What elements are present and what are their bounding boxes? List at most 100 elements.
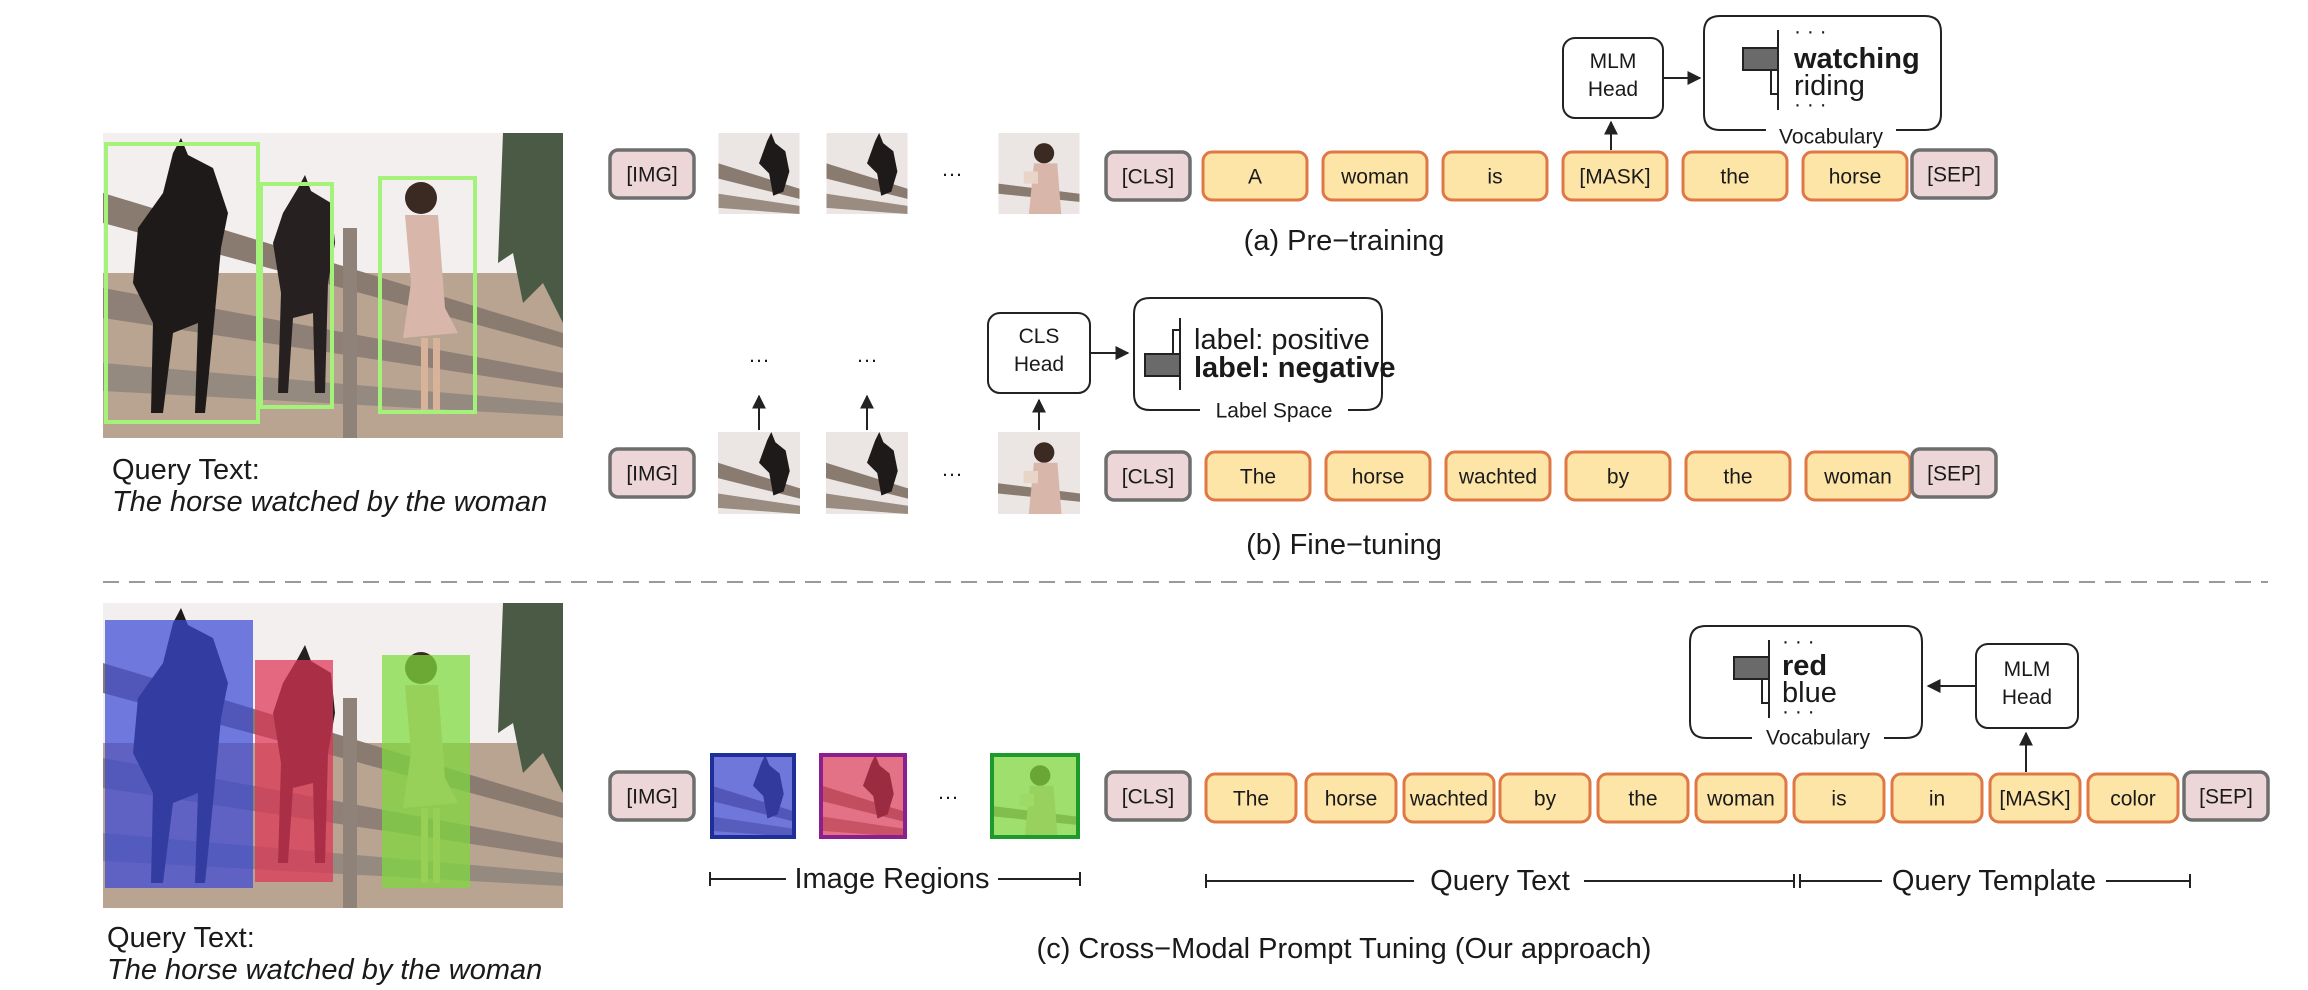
pretraining-token-label-2: is bbox=[1487, 166, 1502, 189]
finetuning-token-4 bbox=[1684, 450, 1792, 502]
cpt-token-9 bbox=[2086, 772, 2180, 824]
ellipsis-b-up1: ··· bbox=[749, 349, 770, 372]
image-top bbox=[103, 133, 563, 438]
caption-c: (c) Cross−Modal Prompt Tuning (Our appro… bbox=[1037, 933, 1652, 965]
finetuning-token-1 bbox=[1324, 450, 1432, 502]
ellipsis-b-up2: ··· bbox=[857, 349, 878, 372]
bracket-label-query-text: Query Text bbox=[1430, 865, 1570, 897]
pretraining-token-label-1: woman bbox=[1340, 166, 1409, 189]
thumb-woman-a bbox=[998, 133, 1080, 214]
bracket-image-regions: Image Regions bbox=[709, 863, 1081, 895]
prob-bar-watching bbox=[1742, 47, 1779, 71]
sep-token-b bbox=[1910, 447, 1998, 499]
bracket-label-query-template: Query Template bbox=[1892, 865, 2096, 897]
img-token-b-label: [IMG] bbox=[626, 463, 677, 486]
pretraining-token-label-4: the bbox=[1720, 166, 1749, 189]
img-token-a bbox=[608, 148, 696, 200]
query-label-bottom: Query Text: bbox=[107, 922, 255, 954]
image-bottom bbox=[103, 603, 563, 908]
pretraining-token-4 bbox=[1681, 150, 1789, 202]
mlm-head-a-line1: MLM bbox=[1590, 50, 1637, 73]
cpt-token-label-3: by bbox=[1534, 788, 1557, 811]
cls-token-b-label: [CLS] bbox=[1122, 466, 1175, 489]
caption-a: (a) Pre−training bbox=[1244, 225, 1445, 257]
pretraining-token-0 bbox=[1201, 150, 1309, 202]
finetuning-token-0 bbox=[1204, 450, 1312, 502]
sep-token-c-label: [SEP] bbox=[2199, 786, 2253, 809]
vocab-word-blue: blue bbox=[1782, 677, 1837, 709]
region-green bbox=[382, 655, 470, 888]
vocab-word-watching: watching bbox=[1793, 43, 1920, 75]
cls-head-b-line1: CLS bbox=[1019, 325, 1060, 348]
cpt-token-7 bbox=[1890, 772, 1984, 824]
finetuning-token-2 bbox=[1444, 450, 1552, 502]
pretraining-token-label-5: horse bbox=[1829, 166, 1882, 189]
vocab-label-c: Vocabulary bbox=[1766, 727, 1870, 750]
cpt-token-label-5: woman bbox=[1706, 788, 1775, 811]
mlm-head-c-line1: MLM bbox=[2004, 658, 2051, 681]
finetuning-token-label-0: The bbox=[1240, 466, 1276, 489]
cpt-token-label-8: [MASK] bbox=[1999, 788, 2070, 811]
cpt-token-8 bbox=[1988, 772, 2082, 824]
img-token-b bbox=[608, 447, 696, 499]
caption-b: (b) Fine−tuning bbox=[1246, 529, 1442, 561]
cpt-token-label-6: is bbox=[1831, 788, 1846, 811]
bbox-woman bbox=[378, 176, 477, 414]
cpt-token-label-9: color bbox=[2110, 788, 2156, 811]
cpt-token-label-2: wachted bbox=[1409, 788, 1488, 811]
thumb-horse-b2 bbox=[826, 432, 908, 514]
pretraining-token-1 bbox=[1321, 150, 1429, 202]
finetuning-token-3 bbox=[1564, 450, 1672, 502]
img-token-c bbox=[608, 770, 696, 822]
thumb-horse-a1 bbox=[718, 133, 800, 214]
finetuning-token-label-4: the bbox=[1723, 466, 1752, 489]
vocab-box-a: Vocabulary · · · watching riding · · · bbox=[1703, 15, 1942, 149]
prob-bar-blue bbox=[1761, 678, 1770, 704]
img-token-c-label: [IMG] bbox=[626, 786, 677, 809]
region-blue bbox=[105, 620, 253, 888]
vocab-dots-top-c: · · · bbox=[1782, 630, 1815, 653]
label-space-box: Label Space label: positive label: negat… bbox=[1133, 297, 1395, 423]
mlm-head-c-line2: Head bbox=[2002, 686, 2052, 709]
finetuning-token-label-2: wachted bbox=[1458, 466, 1537, 489]
label-space-caption: Label Space bbox=[1216, 400, 1333, 423]
ellipsis-a: ··· bbox=[942, 163, 963, 186]
vocab-dots-bottom-a: · · · bbox=[1794, 93, 1827, 116]
prob-bar-negative bbox=[1144, 353, 1181, 377]
vocab-dots-bottom-c: · · · bbox=[1782, 700, 1815, 723]
query-text-top: The horse watched by the woman bbox=[112, 486, 547, 518]
vocab-box-c: Vocabulary · · · red blue · · · bbox=[1689, 625, 1923, 750]
prob-bar-red bbox=[1733, 656, 1770, 680]
region-thumb-red bbox=[819, 753, 907, 839]
sep-token-c bbox=[2182, 770, 2270, 822]
pretraining-token-label-3: [MASK] bbox=[1579, 166, 1650, 189]
cls-token-c bbox=[1104, 770, 1192, 822]
vocab-word-red: red bbox=[1782, 650, 1827, 682]
query-text-bottom: The horse watched by the woman bbox=[107, 954, 542, 986]
region-red bbox=[255, 660, 333, 882]
cpt-token-3 bbox=[1498, 772, 1592, 824]
cpt-token-label-1: horse bbox=[1325, 788, 1378, 811]
pretraining-token-2 bbox=[1441, 150, 1549, 202]
cls-token-a-label: [CLS] bbox=[1122, 166, 1175, 189]
pretraining-token-label-0: A bbox=[1248, 166, 1262, 189]
cpt-token-6 bbox=[1792, 772, 1886, 824]
cls-head-b-line2: Head bbox=[1014, 353, 1064, 376]
thumb-woman-b bbox=[998, 432, 1080, 514]
cpt-token-2 bbox=[1402, 772, 1496, 824]
pretraining-token-5 bbox=[1801, 150, 1909, 202]
finetuning-token-label-1: horse bbox=[1352, 466, 1405, 489]
bbox-horse-2 bbox=[259, 182, 334, 409]
finetuning-token-label-5: woman bbox=[1823, 466, 1892, 489]
bbox-horse-1 bbox=[104, 142, 260, 424]
region-thumb-blue bbox=[710, 753, 796, 839]
sep-token-a bbox=[1910, 148, 1998, 200]
cpt-token-label-4: the bbox=[1628, 788, 1657, 811]
img-token-a-label: [IMG] bbox=[626, 164, 677, 187]
cpt-token-1 bbox=[1304, 772, 1398, 824]
thumb-horse-a2 bbox=[826, 133, 908, 214]
vocab-label-a: Vocabulary bbox=[1779, 126, 1883, 149]
sep-token-a-label: [SEP] bbox=[1927, 164, 1981, 187]
